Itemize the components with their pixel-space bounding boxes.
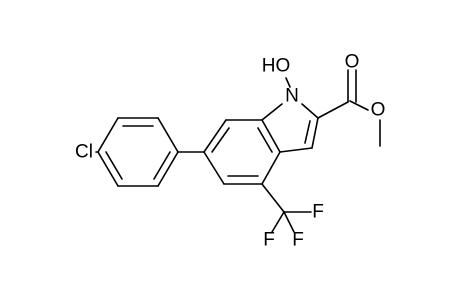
atom-label-chlorine: Cl — [75, 142, 93, 163]
bond-double-inner — [304, 120, 311, 144]
bond — [203, 119, 227, 153]
bond-double-inner — [153, 151, 171, 180]
atom-label-ester-oxygen: O — [371, 100, 386, 121]
bond — [301, 103, 319, 119]
bond — [261, 183, 285, 213]
bond — [349, 100, 369, 111]
bond — [261, 103, 283, 121]
atom-label-fluorine-2: F — [263, 230, 275, 251]
bond — [261, 151, 281, 185]
bond — [261, 119, 281, 153]
bond — [271, 211, 285, 233]
bond — [317, 101, 349, 119]
bond — [203, 151, 225, 185]
bond — [279, 147, 313, 153]
atom-label-nitrogen: N — [285, 86, 299, 107]
bond — [285, 77, 291, 88]
bond — [311, 117, 319, 149]
bond — [97, 117, 119, 153]
bond-double-inner — [211, 127, 230, 153]
bond — [283, 211, 295, 233]
bond — [97, 151, 119, 187]
atom-label-carbonyl-oxygen: O — [345, 52, 360, 73]
bond-double-inner — [105, 151, 123, 180]
atom-label-fluorine-1: F — [312, 202, 324, 223]
bonds — [95, 69, 381, 233]
bond-double-inner — [257, 127, 273, 153]
atom-label-fluorine-3: F — [292, 230, 304, 251]
atom-labels: Cl N HO O O F F F — [75, 52, 385, 251]
bond — [157, 151, 179, 187]
atom-label-hydroxyl: HO — [262, 56, 291, 77]
bond — [157, 117, 179, 153]
